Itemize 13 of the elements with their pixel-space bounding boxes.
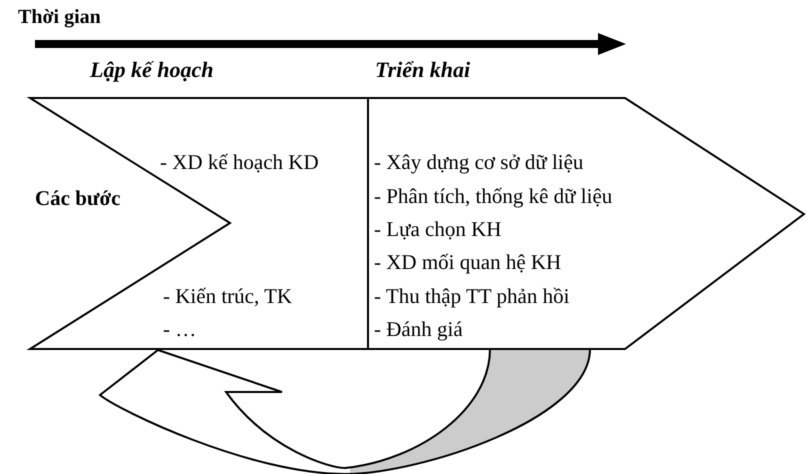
row-label: Các bước <box>35 186 120 211</box>
axis-title: Thời gian <box>18 6 101 29</box>
phase-heading: Lập kế hoạch <box>90 58 214 82</box>
step-item: - XD kế hoạch KD <box>160 150 319 174</box>
step-item: - Đánh giá <box>374 317 463 341</box>
step-item: - Xây dựng cơ sở dữ liệu <box>374 150 584 174</box>
step-item: - … <box>163 317 196 341</box>
step-item: - Thu thập TT phản hồi <box>374 284 570 308</box>
step-item: - Lựa chọn KH <box>374 217 502 241</box>
phase-heading: Triển khai <box>375 58 470 82</box>
step-item: - XD mối quan hệ KH <box>374 250 562 274</box>
step-item: - Kiến trúc, TK <box>163 284 292 308</box>
step-item: - Phân tích, thống kê dữ liệu <box>374 184 612 208</box>
